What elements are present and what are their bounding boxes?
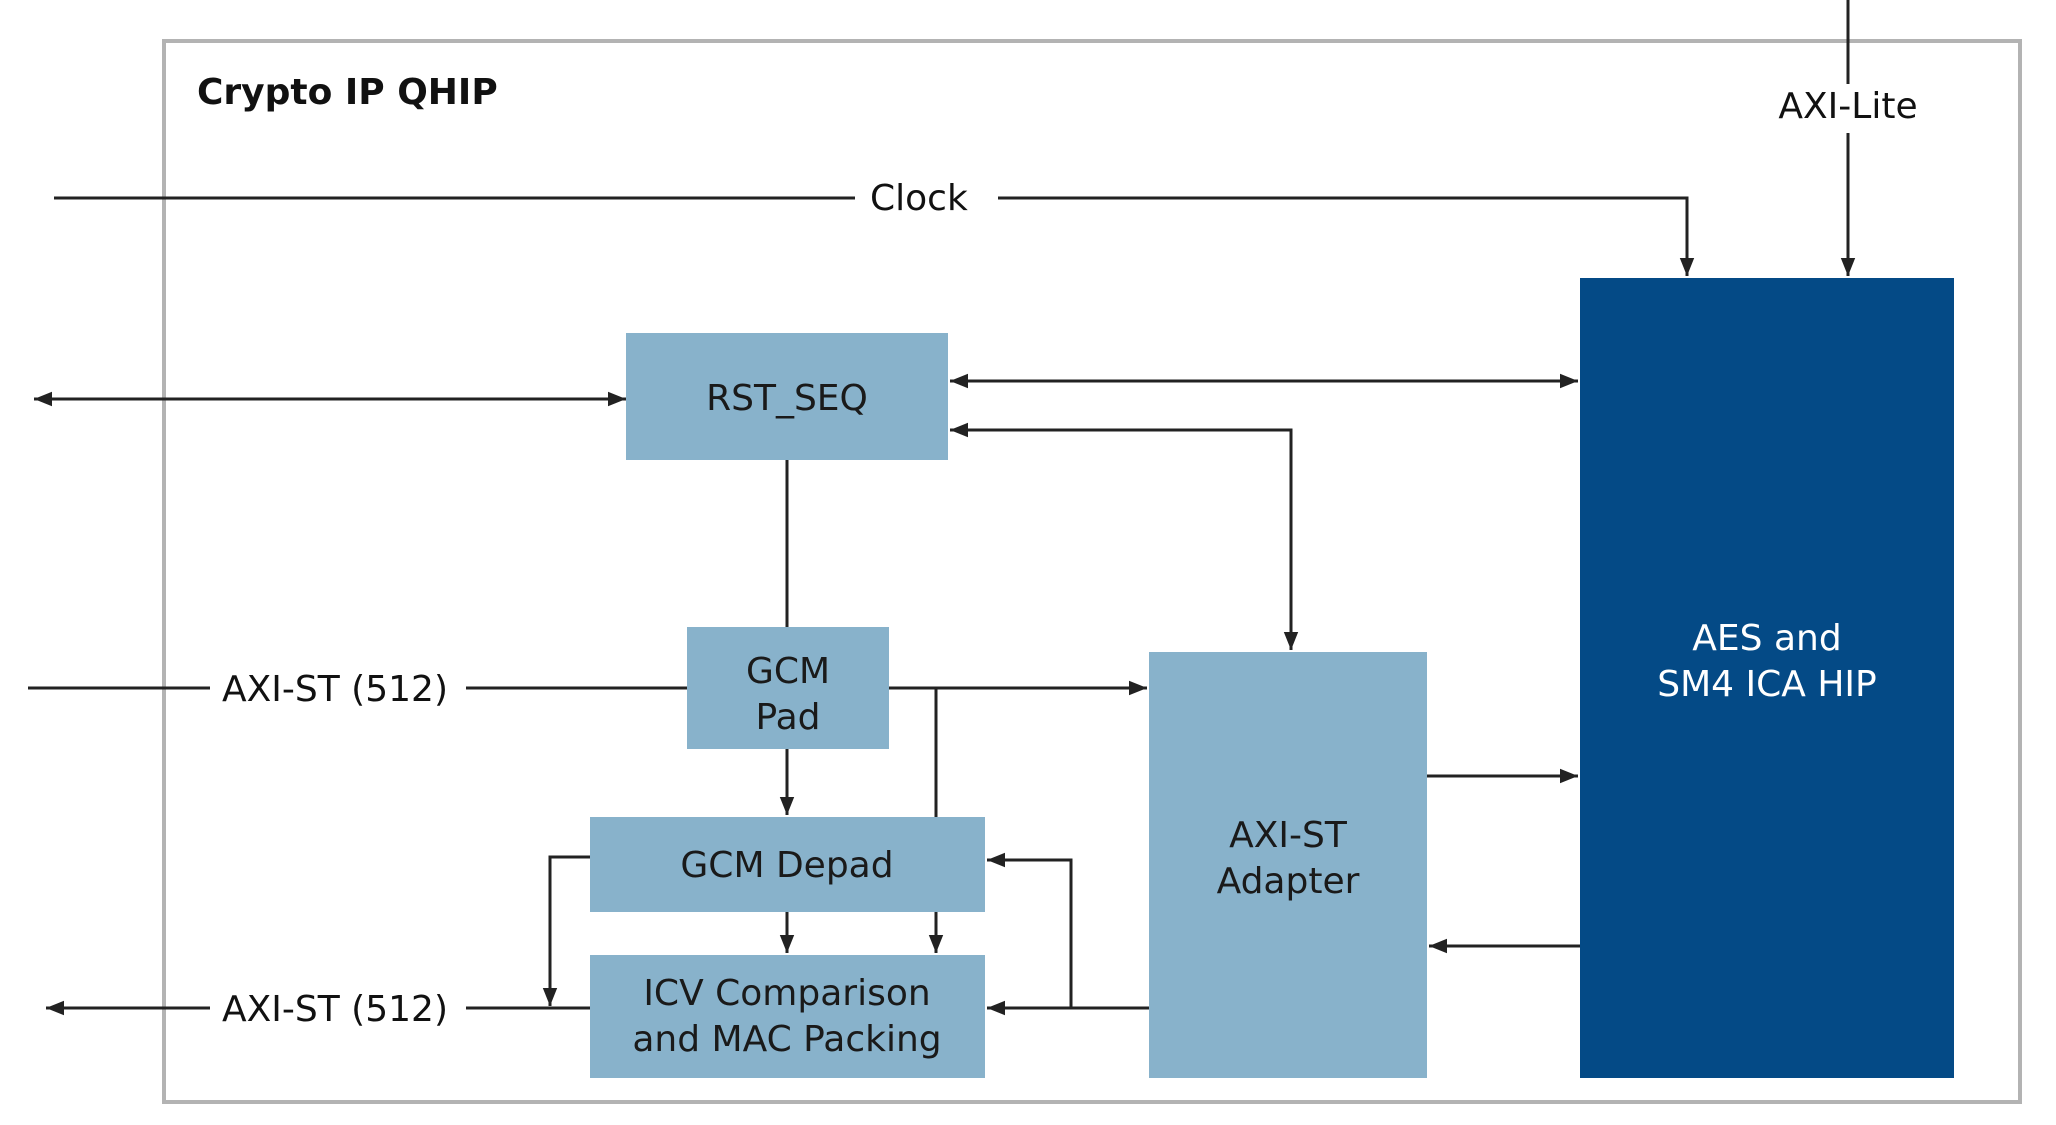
rst-adapter-wire: [950, 422, 1299, 650]
container-title: Crypto IP QHIP: [197, 72, 498, 113]
gcm-pad-label-line1: GCM: [746, 651, 830, 692]
adapter-label-line2: Adapter: [1217, 861, 1360, 902]
clock-wire-to-hip: [998, 196, 1695, 276]
axi-st-adapter-block: AXI-ST Adapter: [1149, 652, 1427, 1078]
icv-label-line1: ICV Comparison: [643, 973, 930, 1014]
aes-sm4-hip-block: AES and SM4 ICA HIP: [1580, 278, 1954, 1078]
depad-output-wire: [542, 855, 590, 1006]
gcm-depad-label: GCM Depad: [680, 845, 893, 886]
clock-label-bg: [855, 178, 995, 222]
icv-label-line2: and MAC Packing: [632, 1019, 941, 1060]
hip-label-line2: SM4 ICA HIP: [1657, 664, 1876, 705]
adapter-label-line1: AXI-ST: [1229, 815, 1348, 856]
clock-label: Clock: [870, 178, 968, 219]
axi-st-out-label: AXI-ST (512): [222, 989, 448, 1030]
hip-label-line1: AES and: [1692, 618, 1841, 659]
gcm-pad-block: GCM Pad: [687, 627, 889, 749]
rst-seq-block: RST_SEQ: [626, 333, 948, 460]
axi-lite-label: AXI-Lite: [1778, 86, 1917, 127]
rst-seq-label: RST_SEQ: [706, 378, 868, 419]
icv-block: ICV Comparison and MAC Packing: [590, 955, 985, 1078]
axi-st-in-label: AXI-ST (512): [222, 669, 448, 710]
gcm-depad-block: GCM Depad: [590, 817, 985, 912]
adapter-depad-wire: [987, 852, 1073, 1008]
gcm-pad-label-line2: Pad: [755, 697, 820, 738]
container-border: [162, 39, 2022, 1104]
